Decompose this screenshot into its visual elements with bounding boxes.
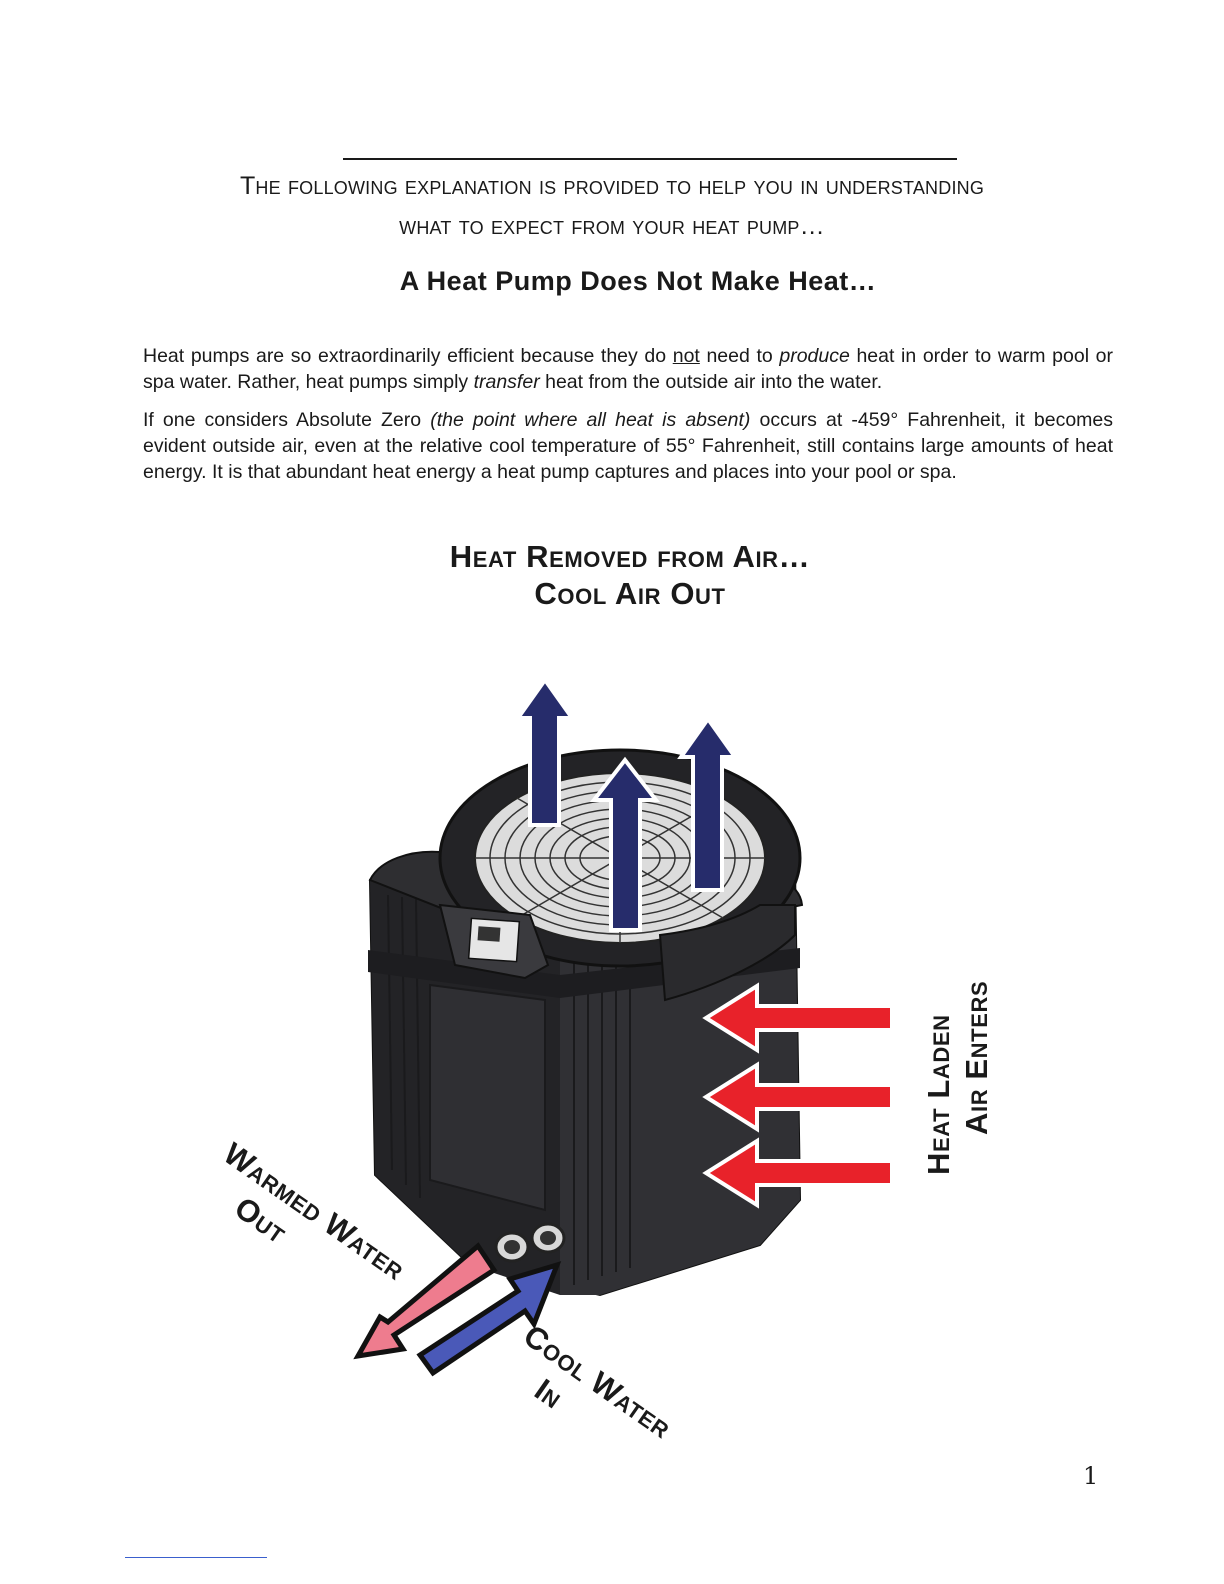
air-out-arrow-3 bbox=[589, 756, 661, 932]
air-label-line-2: Air Enters bbox=[959, 980, 994, 1135]
air-out-arrow-1 bbox=[514, 676, 576, 827]
warmed-water-out-arrow bbox=[353, 1242, 498, 1360]
air-in-arrows bbox=[702, 982, 894, 1209]
page-number: 1 bbox=[1083, 1462, 1099, 1490]
paragraph-efficiency: Heat pumps are so extraordinarily effici… bbox=[143, 344, 1113, 393]
footnote-rule bbox=[125, 1557, 267, 1558]
air-out-arrows bbox=[514, 676, 739, 932]
air-in-arrow-1 bbox=[702, 982, 894, 1054]
air-out-arrow-2 bbox=[677, 715, 739, 892]
top-rule bbox=[343, 158, 957, 160]
air-label-line-1: Heat Laden bbox=[921, 1014, 956, 1175]
intro-line-2: what to expect from your heat pump… bbox=[399, 212, 825, 240]
paragraph-absolute-zero: If one considers Absolute Zero (the poin… bbox=[143, 408, 1114, 483]
diagram-title-line-1: Heat Removed from Air… bbox=[449, 539, 811, 574]
air-in-arrow-3 bbox=[702, 1137, 894, 1209]
diagram-title-line-2: Cool Air Out bbox=[534, 576, 726, 611]
water-arrows bbox=[353, 1242, 562, 1377]
intro-line-1: The following explanation is provided to… bbox=[239, 172, 985, 200]
cool-water-in-arrow bbox=[416, 1261, 562, 1377]
air-in-arrow-2 bbox=[702, 1061, 894, 1133]
air-enters-label: Heat Laden Air Enters bbox=[920, 981, 996, 1175]
section-heading: A Heat Pump Does Not Make Heat… bbox=[399, 266, 877, 296]
diagram-title: Heat Removed from Air… Cool Air Out bbox=[330, 538, 930, 612]
